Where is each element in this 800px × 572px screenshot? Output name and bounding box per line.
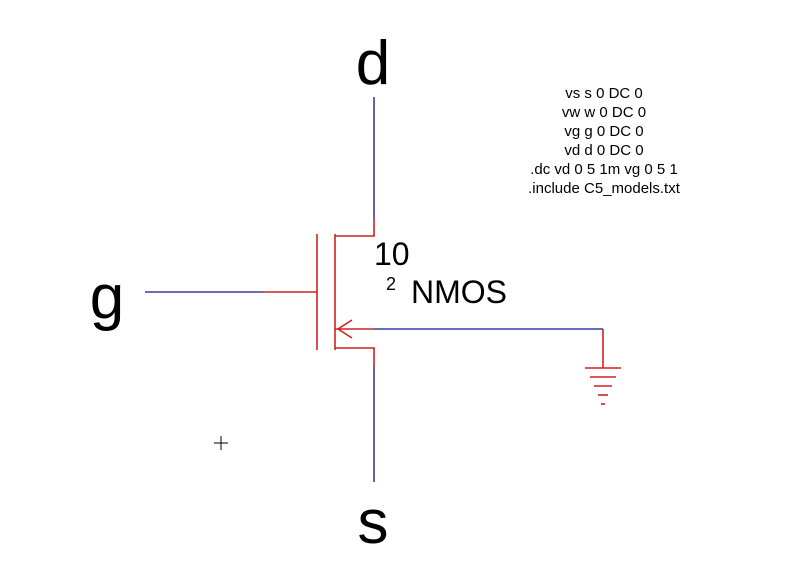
gate-label[interactable]: g — [90, 263, 124, 332]
spice-directive-line: vd d 0 DC 0 — [564, 142, 643, 159]
nmos-length-value[interactable]: 2 — [386, 274, 396, 294]
nmos-body-arrow — [336, 319, 353, 339]
spice-directive-line: vw w 0 DC 0 — [562, 104, 646, 121]
source-label[interactable]: s — [358, 488, 389, 557]
spice-directive-line: .include C5_models.txt — [528, 180, 681, 197]
spice-directive-block[interactable]: vs s 0 DC 0 vw w 0 DC 0 vg g 0 DC 0 vd d… — [528, 85, 681, 197]
spice-directive-line: vs s 0 DC 0 — [565, 85, 643, 102]
spice-directive-line: vg g 0 DC 0 — [564, 123, 643, 140]
nmos-source-lead — [335, 347, 375, 366]
nmos-drain-lead — [335, 218, 375, 237]
nmos-model-name[interactable]: NMOS — [411, 274, 507, 310]
spice-directive-line: .dc vd 0 5 1m vg 0 5 1 — [530, 161, 678, 178]
ground-icon[interactable] — [585, 329, 621, 405]
crosshair-cursor-icon — [214, 436, 228, 450]
drain-label[interactable]: d — [356, 29, 390, 98]
nmos-width-value[interactable]: 10 — [374, 236, 410, 272]
